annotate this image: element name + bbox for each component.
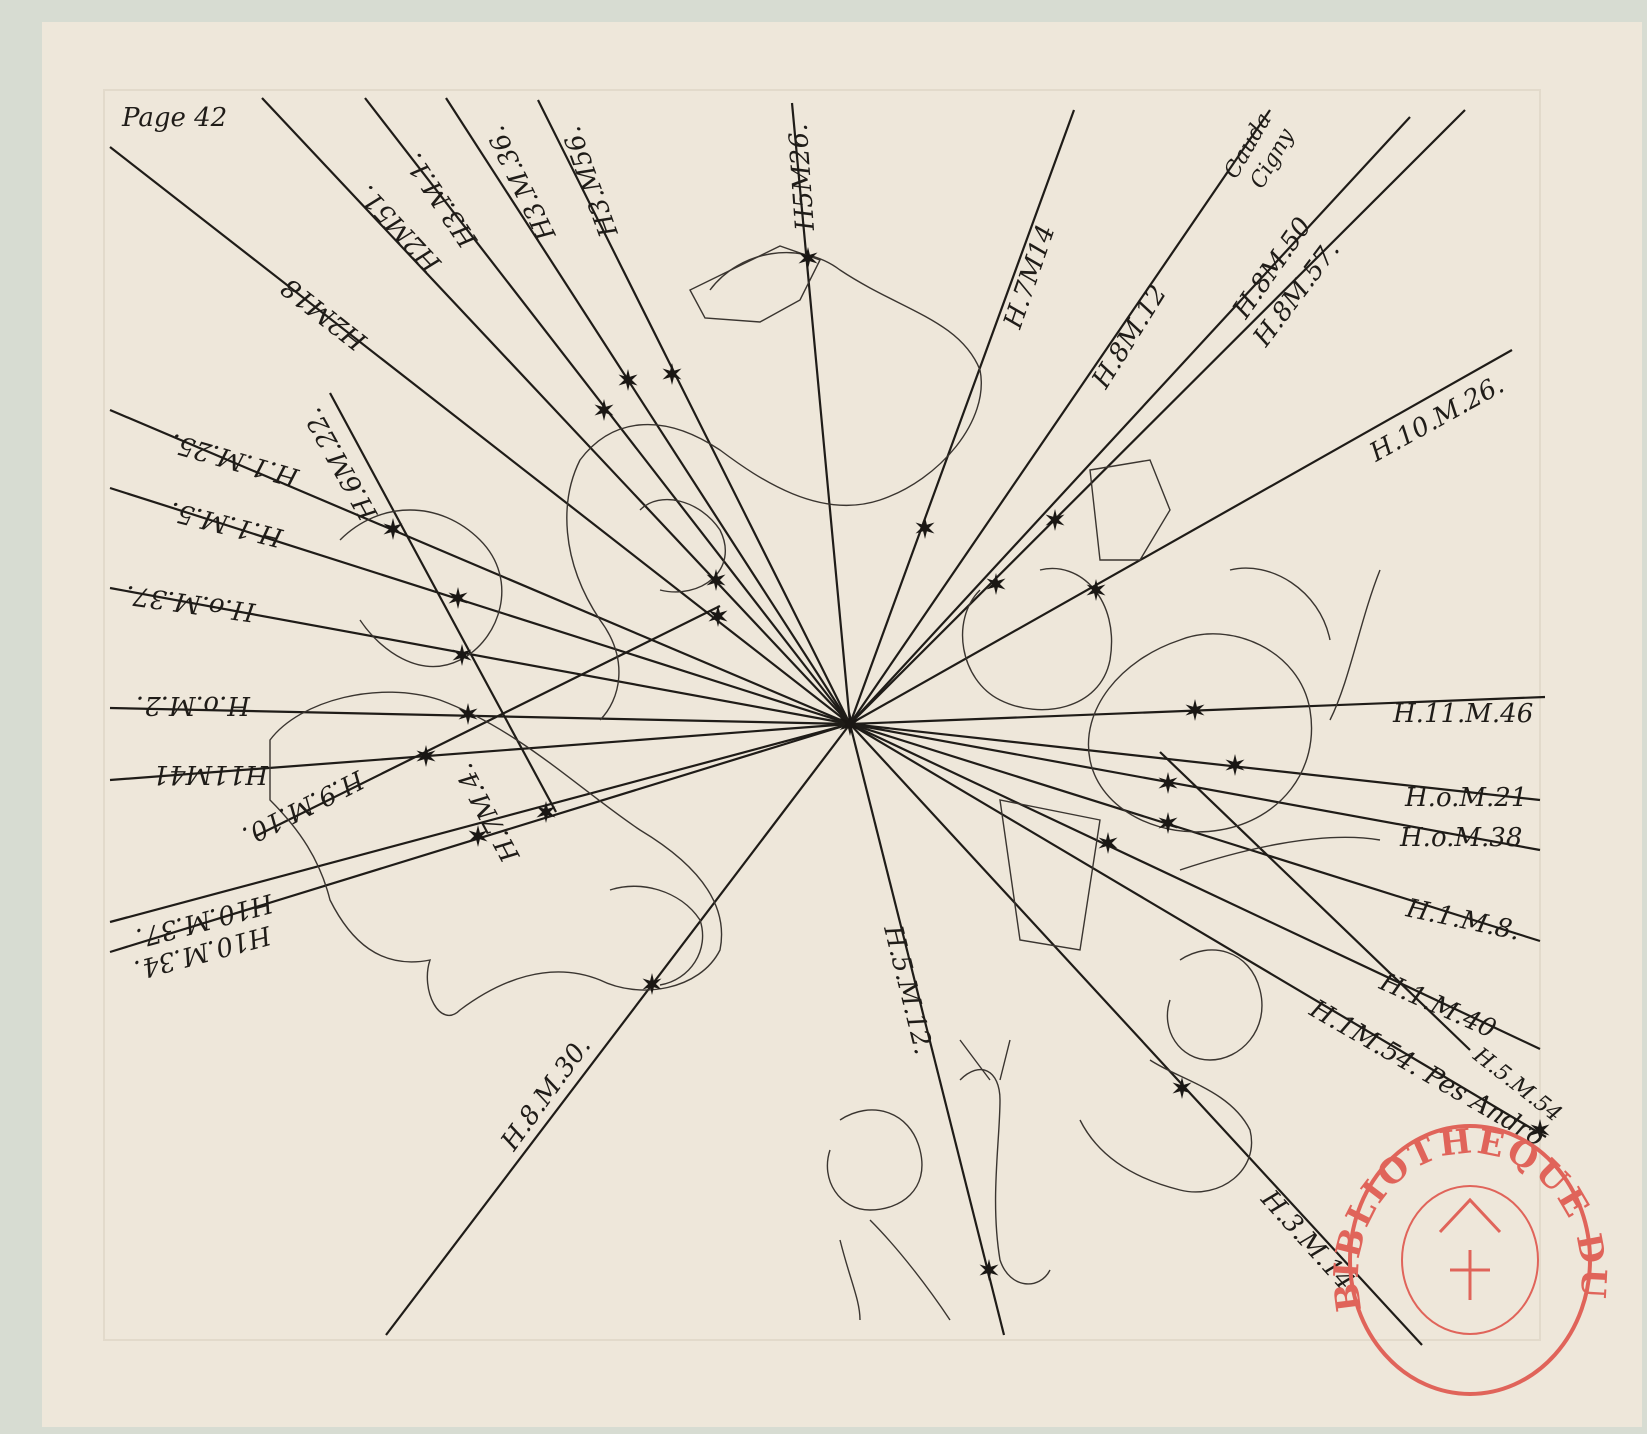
hour-lines bbox=[109, 97, 1547, 1346]
star-marker bbox=[839, 712, 861, 736]
label-h0m2: H.o.M.2. bbox=[136, 690, 251, 720]
label-h0m21: H.o.M.21 bbox=[1404, 783, 1527, 813]
star-marker bbox=[979, 1259, 999, 1281]
star-marker bbox=[1185, 699, 1205, 721]
star-marker bbox=[706, 569, 726, 591]
star-marker bbox=[1045, 509, 1065, 531]
star-marker bbox=[594, 399, 614, 421]
constellation-figures bbox=[269, 245, 1381, 1321]
label-h0m38: H.o.M.38 bbox=[1399, 823, 1522, 853]
star-marker bbox=[986, 573, 1006, 595]
star-marker bbox=[416, 745, 436, 767]
star-marker bbox=[383, 518, 403, 540]
star-marker bbox=[618, 369, 638, 391]
star-marker bbox=[642, 973, 662, 995]
star-marker bbox=[452, 644, 472, 666]
star-marker bbox=[1098, 832, 1118, 854]
label-h11m41: H11M41 bbox=[153, 759, 269, 789]
star-marker bbox=[662, 363, 682, 385]
stars bbox=[383, 247, 1550, 1281]
star-marker bbox=[1225, 754, 1245, 776]
star-marker bbox=[458, 703, 478, 725]
star-marker bbox=[1086, 579, 1106, 601]
star-marker bbox=[915, 517, 935, 539]
star-marker bbox=[798, 247, 818, 269]
star-marker bbox=[1530, 1119, 1550, 1141]
star-marker bbox=[1158, 772, 1178, 794]
star-marker bbox=[1172, 1077, 1192, 1099]
star-marker bbox=[468, 825, 488, 847]
crown-emblem bbox=[1438, 1197, 1502, 1300]
label-h11m46: H.11.M.46 bbox=[1392, 699, 1533, 729]
star-marker bbox=[708, 605, 728, 627]
star-marker bbox=[536, 801, 556, 823]
star-marker bbox=[448, 587, 468, 609]
star-marker bbox=[1158, 812, 1178, 834]
plate-mark bbox=[103, 89, 1541, 1341]
page-number: Page 42 bbox=[121, 103, 227, 133]
